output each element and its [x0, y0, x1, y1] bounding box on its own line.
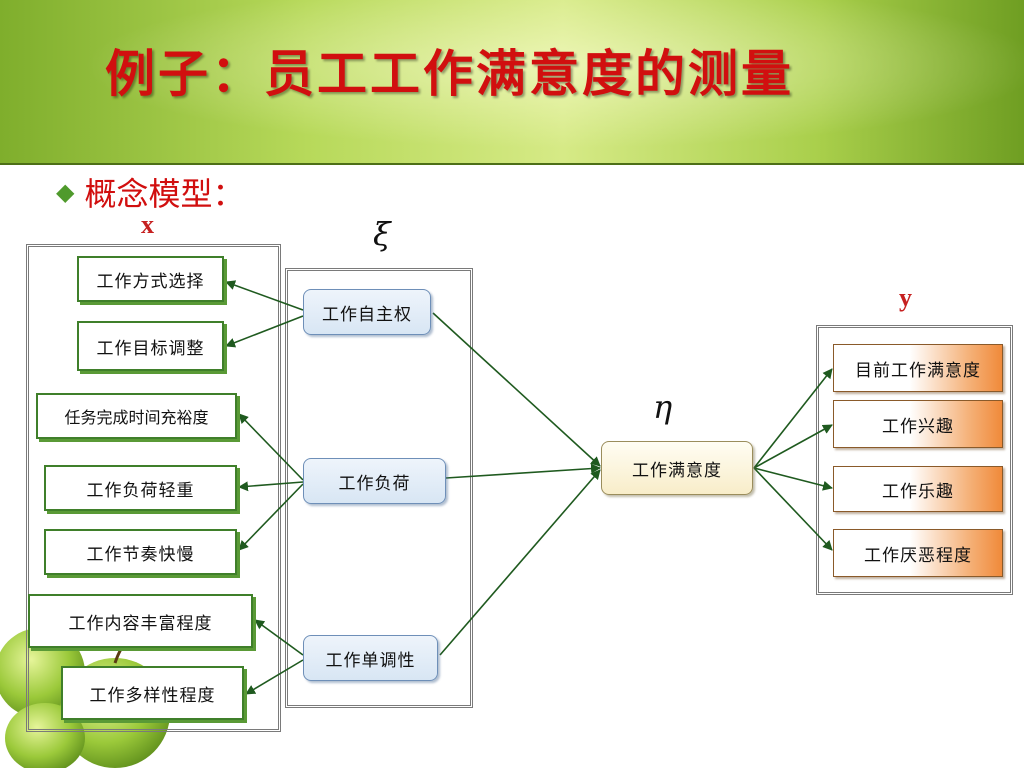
x-indicator-content-richness: 工作内容丰富程度: [28, 594, 253, 648]
x-indicator-goal-adjust: 工作目标调整: [77, 321, 224, 371]
x-indicator-work-method: 工作方式选择: [77, 256, 224, 302]
slide-title: 例子：员工工作满意度的测量: [105, 44, 794, 103]
xi-factor-workload: 工作负荷: [303, 458, 446, 504]
xi-factor-group: [285, 268, 473, 708]
bullet-text: 概念模型：: [84, 175, 245, 213]
title-banner: 例子：员工工作满意度的测量: [0, 0, 1024, 165]
bullet-concept-model: ◆ 概念模型：: [56, 170, 244, 214]
x-indicator-variety: 工作多样性程度: [61, 666, 244, 720]
x-indicator-pace: 工作节奏快慢: [44, 529, 237, 575]
x-indicator-workload: 工作负荷轻重: [44, 465, 237, 511]
symbol-eta: η: [653, 388, 673, 426]
banner-glow: [0, 0, 1024, 163]
y-indicator-current-satisfaction: 目前工作满意度: [833, 344, 1003, 392]
y-indicator-group: [816, 325, 1013, 595]
label-x: x: [141, 210, 154, 239]
diamond-bullet-icon: ◆: [56, 178, 75, 206]
y-indicator-interest: 工作兴趣: [833, 400, 1003, 448]
x-indicator-group: [26, 244, 281, 732]
x-indicator-time-sufficiency: 任务完成时间充裕度: [36, 393, 237, 439]
y-indicator-enjoyment: 工作乐趣: [833, 466, 1003, 512]
eta-factor-job-satisfaction: 工作满意度: [601, 441, 753, 495]
symbol-xi: ξ: [373, 215, 391, 253]
y-indicator-aversion: 工作厌恶程度: [833, 529, 1003, 577]
xi-factor-autonomy: 工作自主权: [303, 289, 431, 335]
xi-factor-monotony: 工作单调性: [303, 635, 438, 681]
label-y: y: [899, 283, 912, 312]
